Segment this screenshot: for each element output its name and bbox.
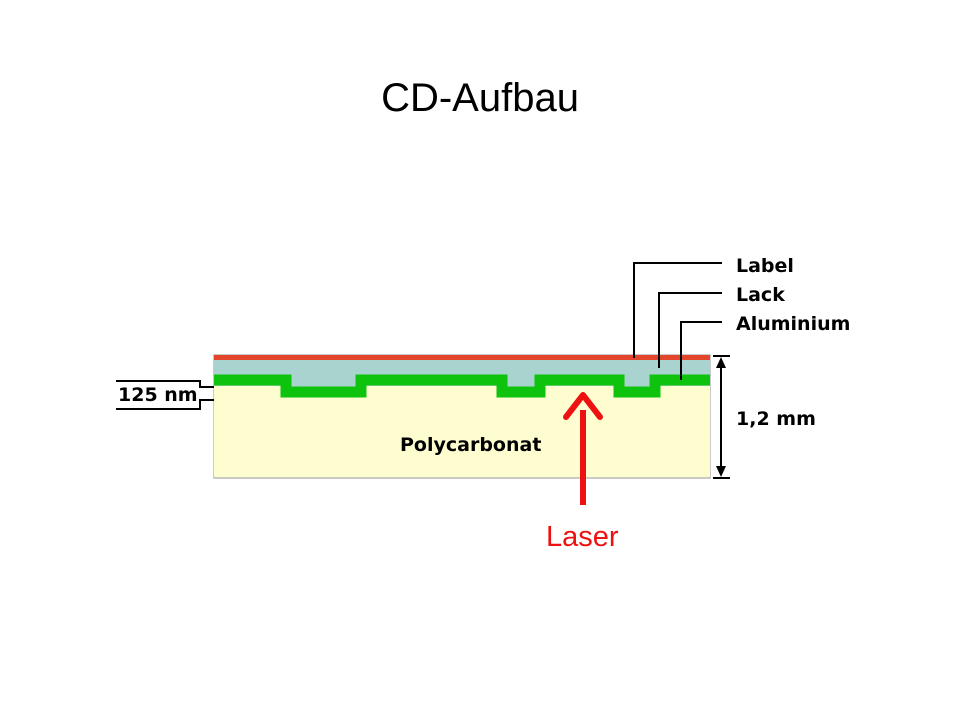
lack-leader-line [658, 292, 722, 368]
pit-depth-top-line [116, 380, 214, 388]
label-layer [214, 355, 710, 360]
aluminium-layer [214, 374, 710, 398]
pit-depth-bottom-line [116, 399, 214, 410]
pit-depth-label: 125 nm [118, 384, 198, 406]
thickness-label: 1,2 mm [736, 408, 816, 430]
aluminium-leader-line [680, 321, 722, 380]
page-title: CD-Aufbau [381, 76, 579, 120]
laser-arrow-head [563, 392, 603, 420]
label-layer-label: Label [736, 255, 794, 277]
polycarbonat-fill [214, 386, 710, 477]
polycarbonat-label: Polycarbonat [400, 434, 541, 456]
label-leader-line [633, 262, 722, 358]
thickness-arrow-up [716, 357, 726, 368]
laser-label: Laser [546, 521, 619, 553]
aluminium-layer-label: Aluminium [736, 313, 850, 335]
thickness-arrow-down [716, 466, 726, 477]
lack-layer-label: Lack [736, 284, 785, 306]
